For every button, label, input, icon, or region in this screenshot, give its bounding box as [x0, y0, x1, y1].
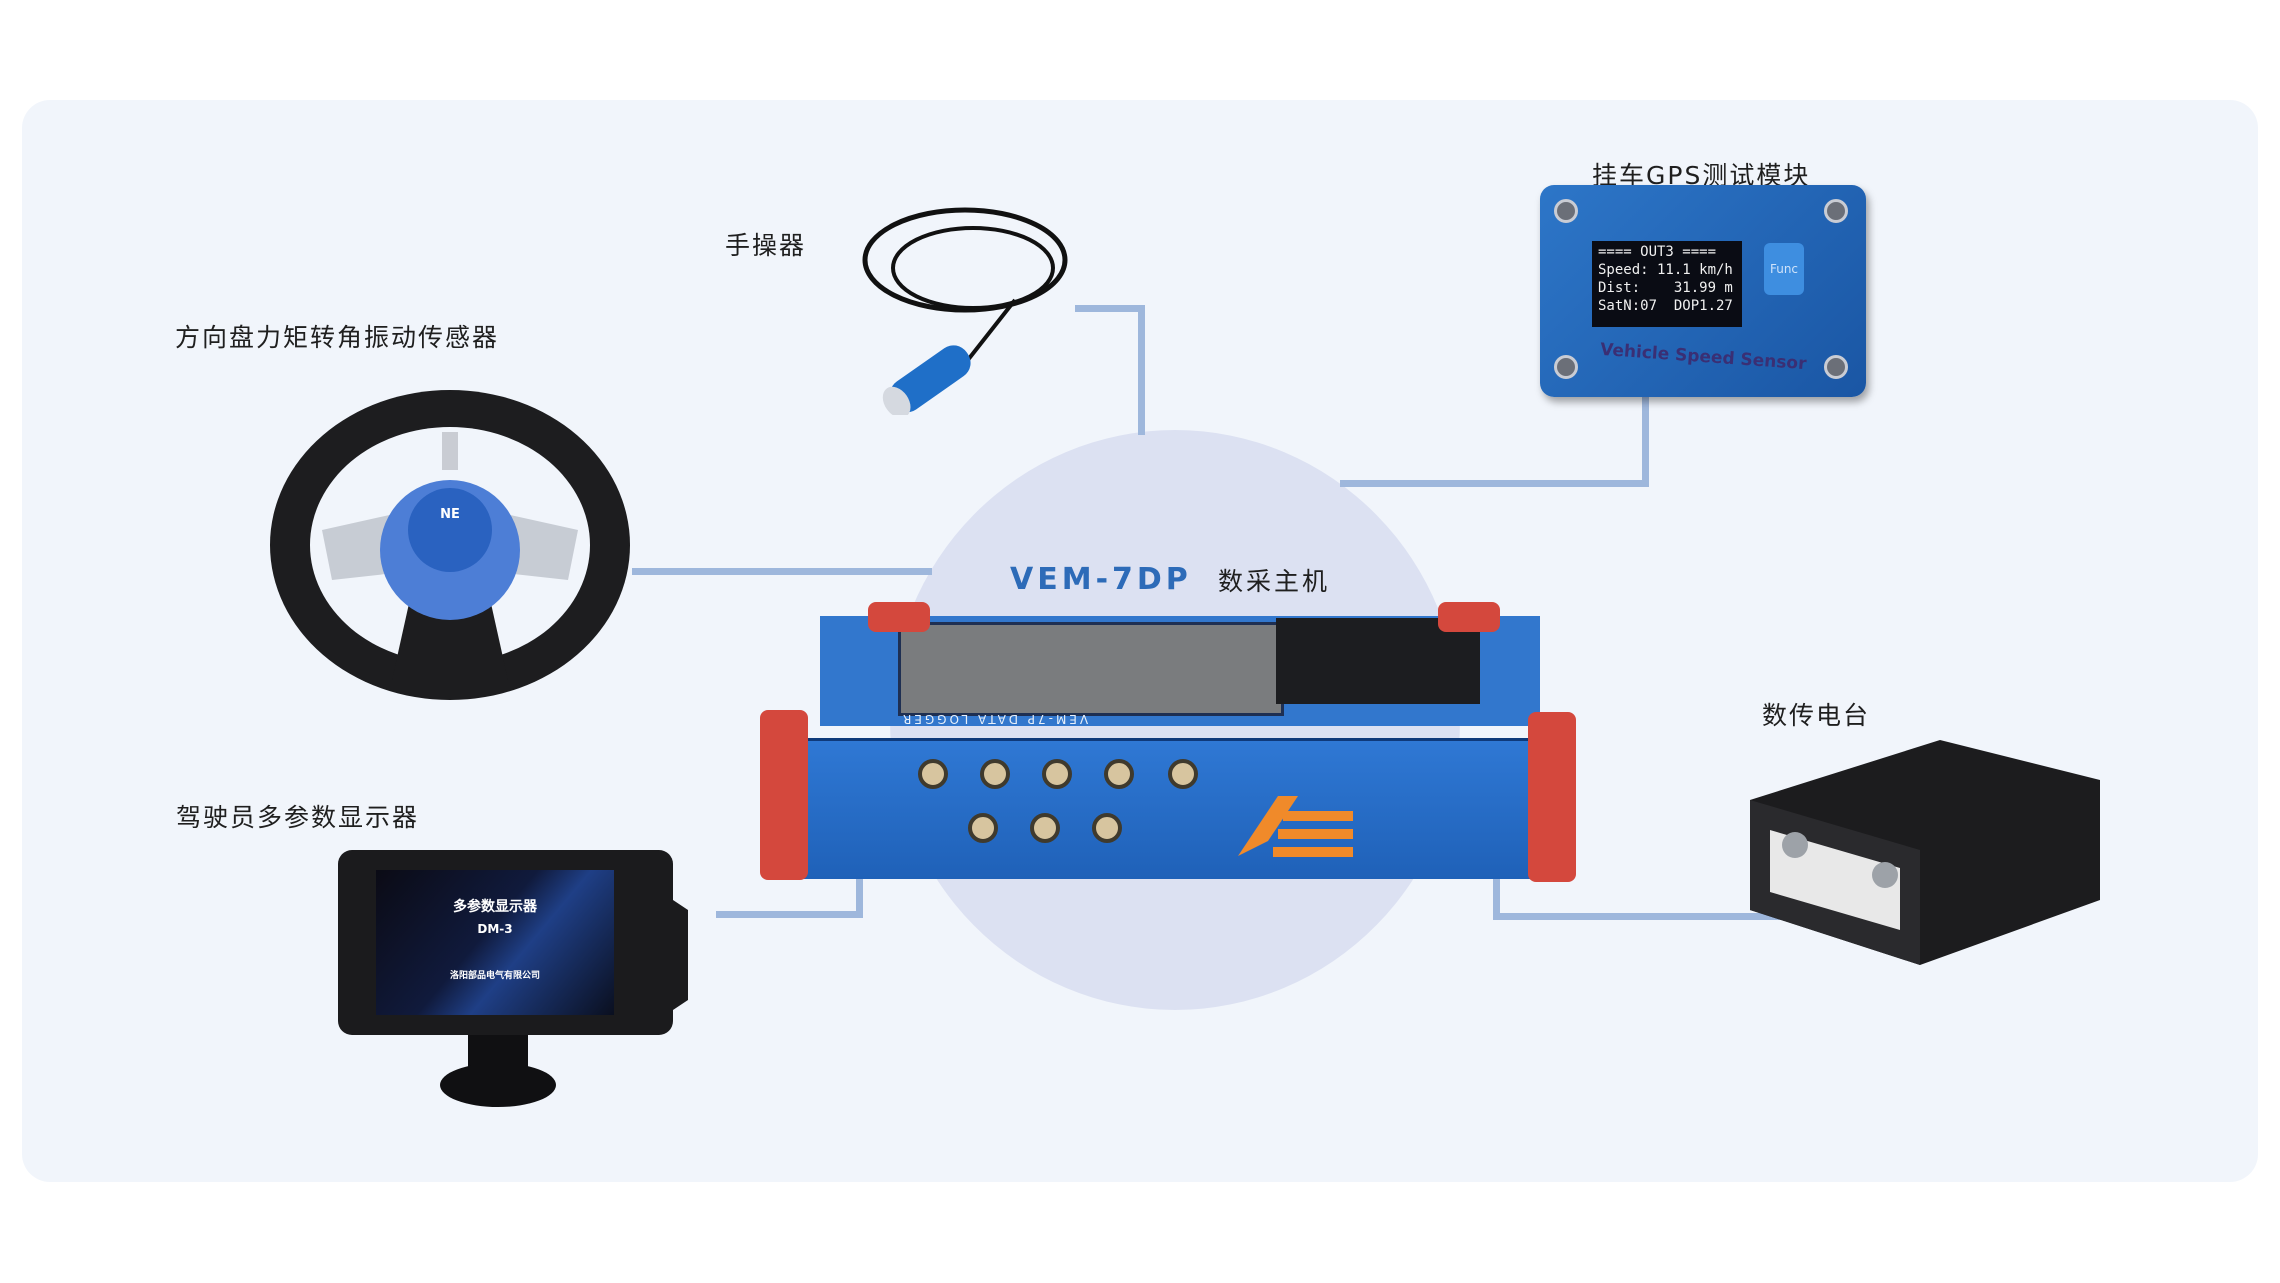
driver-display-body: 多参数显示器 DM-3 洛阳部品电气有限公司 [338, 850, 673, 1035]
gps-screw-icon [1824, 199, 1848, 223]
gps-screen-line4: SatN:07 DOP1.27 [1598, 298, 1733, 314]
driver-display-screen: 多参数显示器 DM-3 洛阳部品电气有限公司 [376, 870, 614, 1015]
main-unit-model: VEM-7DP [1010, 562, 1192, 597]
label-hand-controller: 手操器 [725, 231, 807, 260]
connector-display-v [856, 858, 863, 918]
gps-screw-icon [1824, 355, 1848, 379]
connector-hand-controller-v [1138, 305, 1145, 435]
main-unit-screen [898, 622, 1284, 716]
connector-gps-h [1340, 480, 1649, 487]
gps-screw-icon [1554, 199, 1578, 223]
label-driver-display: 驾驶员多参数显示器 [176, 803, 420, 832]
gps-func-button: Func [1764, 243, 1804, 295]
main-unit-name: 数采主机 [1218, 567, 1331, 596]
display-screen-model: DM-3 [477, 922, 513, 936]
gps-module-image: ==== OUT3 ==== Speed: 11.1 km/h Dist: 31… [1540, 185, 1870, 405]
main-unit-image: VEM-7P DATA LOGGER [750, 590, 1590, 890]
port-icon [1042, 759, 1072, 789]
connector-gps-v [1642, 390, 1649, 487]
unit-corner-bumper [868, 602, 930, 632]
port-icon [1168, 759, 1198, 789]
radio-image [1740, 740, 2110, 970]
gps-screw-icon [1554, 355, 1578, 379]
display-screen-maker: 洛阳部品电气有限公司 [449, 971, 540, 981]
port-icon [1104, 759, 1134, 789]
label-radio: 数传电台 [1762, 701, 1871, 730]
hand-controller-image [855, 200, 1085, 418]
gps-screen: ==== OUT3 ==== Speed: 11.1 km/h Dist: 31… [1592, 241, 1742, 327]
port-icon [968, 813, 998, 843]
gps-screen-line3: Dist: 31.99 m [1598, 280, 1733, 296]
driver-display-image: 多参数显示器 DM-3 洛阳部品电气有限公司 [338, 850, 688, 1110]
display-mount [440, 900, 688, 1107]
connector-radio-h [1493, 913, 1815, 920]
port-icon [1030, 813, 1060, 843]
connector-display-h [716, 911, 863, 918]
gps-screen-line1: ==== OUT3 ==== [1598, 244, 1717, 260]
label-steering-sensor: 方向盘力矩转角振动传感器 [175, 323, 500, 352]
connector-steering [632, 568, 932, 575]
connector-hand-controller-h [1075, 305, 1145, 312]
port-icon [918, 759, 948, 789]
unit-corner-bumper [760, 710, 808, 880]
port-icon [1092, 813, 1122, 843]
connector-radio-v [1493, 872, 1500, 920]
svg-text:NE: NE [440, 507, 460, 522]
steering-wheel-image: NE [262, 380, 637, 710]
main-unit-front-panel [798, 738, 1538, 879]
gps-screen-line2: Speed: 11.1 km/h [1598, 262, 1733, 278]
display-screen-title: 多参数显示器 [453, 899, 537, 915]
main-unit-logger-text: VEM-7P DATA LOGGER [900, 712, 1089, 726]
port-icon [980, 759, 1010, 789]
unit-corner-bumper [1438, 602, 1500, 632]
brand-logo-icon [1238, 796, 1353, 857]
main-unit-printer [1276, 618, 1480, 704]
unit-corner-bumper [1528, 712, 1576, 882]
